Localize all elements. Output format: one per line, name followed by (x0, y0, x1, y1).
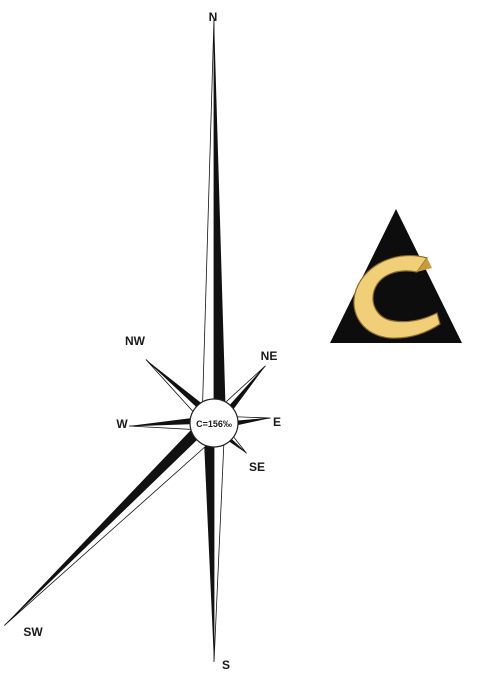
petal-n-dark (214, 18, 226, 423)
center-calm-label: C=156‰ (196, 419, 232, 429)
direction-label-se: SE (249, 460, 265, 474)
direction-label-s: S (222, 658, 230, 670)
direction-label-sw: SW (23, 625, 43, 639)
direction-label-ne: NE (261, 349, 278, 363)
direction-label-e: E (273, 415, 281, 429)
direction-label-w: W (116, 417, 128, 431)
direction-label-n: N (209, 10, 218, 24)
petal-s-dark (203, 423, 214, 662)
direction-label-nw: NW (125, 334, 146, 348)
petal-n-light (202, 18, 214, 423)
stylized-a-with-c-logo (330, 209, 462, 343)
petal-sw-dark (4, 414, 214, 625)
petal-s-light (214, 423, 225, 662)
petal-sw-light (4, 423, 222, 626)
